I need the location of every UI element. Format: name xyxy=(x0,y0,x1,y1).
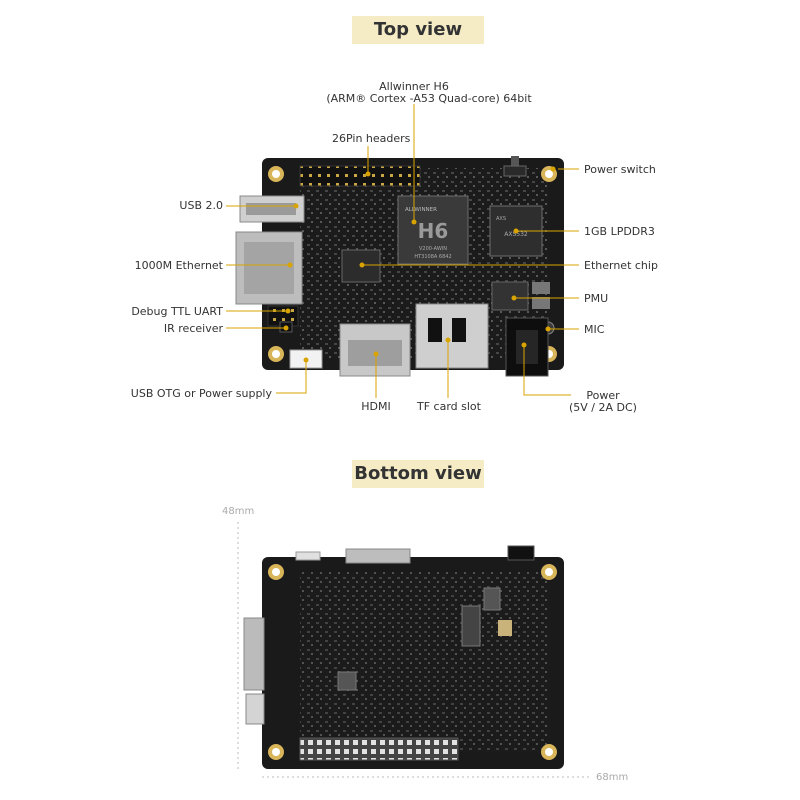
label-usb-otg: USB OTG or Power supply xyxy=(130,387,272,400)
tf-card-slot xyxy=(415,303,489,369)
bottom-hdmi-edge xyxy=(345,548,411,564)
label-26pin-headers: 26Pin headers xyxy=(332,132,411,145)
svg-text:AXS532: AXS532 xyxy=(504,231,528,238)
svg-text:AXS: AXS xyxy=(496,216,506,222)
label-soc-name: Allwinner H6 xyxy=(379,80,449,93)
top-board: ALLWINNER H6 V200-AWIN HT3108A 6842 AXS … xyxy=(235,156,564,377)
label-usb2: USB 2.0 xyxy=(179,199,223,212)
label-soc-detail: (ARM® Cortex -A53 Quad-core) 64bit xyxy=(326,92,532,105)
power-switch xyxy=(511,156,519,168)
label-lpddr3: 1GB LPDDR3 xyxy=(584,225,655,238)
bottom-header-pins xyxy=(299,737,459,761)
dimension-height: 48mm xyxy=(222,506,255,517)
bottom-pcb-components xyxy=(300,572,550,752)
bottom-otg-edge xyxy=(295,551,321,561)
pmu-chip xyxy=(491,281,529,311)
label-debug-uart: Debug TTL UART xyxy=(131,305,223,318)
label-mic: MIC xyxy=(584,323,605,336)
top-view-title: Top view xyxy=(352,16,484,44)
label-pmu: PMU xyxy=(584,292,609,305)
bottom-mounting-holes xyxy=(268,564,557,760)
top-leader-dots xyxy=(283,166,556,363)
bottom-ethernet-edge xyxy=(243,617,265,691)
label-power-spec: (5V / 2A DC) xyxy=(569,401,637,414)
label-ir-receiver: IR receiver xyxy=(163,322,223,335)
header-26pin xyxy=(299,165,421,187)
bottom-inductors xyxy=(461,605,481,647)
svg-text:H6: H6 xyxy=(418,219,449,243)
top-leader-lines xyxy=(226,104,579,398)
svg-text:ALLWINNER: ALLWINNER xyxy=(405,207,437,213)
hdmi-port xyxy=(339,323,411,377)
bottom-usb-edge xyxy=(245,693,265,725)
bottom-board xyxy=(243,545,564,769)
svg-text:V200-AWIN: V200-AWIN xyxy=(419,246,447,252)
svg-text:HT3108A 6842: HT3108A 6842 xyxy=(414,254,451,260)
dimension-width: 68mm xyxy=(596,772,629,783)
label-power: Power xyxy=(586,389,620,402)
dimension-lines xyxy=(237,522,590,778)
bottom-view-title: Bottom view xyxy=(352,460,484,488)
soc-h6: ALLWINNER H6 V200-AWIN HT3108A 6842 xyxy=(397,195,469,265)
label-hdmi: HDMI xyxy=(361,400,391,413)
label-tf-card: TF card slot xyxy=(417,400,481,413)
label-ethernet: 1000M Ethernet xyxy=(134,259,223,272)
label-ethernet-chip: Ethernet chip xyxy=(584,259,658,272)
label-power-switch: Power switch xyxy=(584,163,656,176)
bottom-power-edge xyxy=(507,545,535,561)
